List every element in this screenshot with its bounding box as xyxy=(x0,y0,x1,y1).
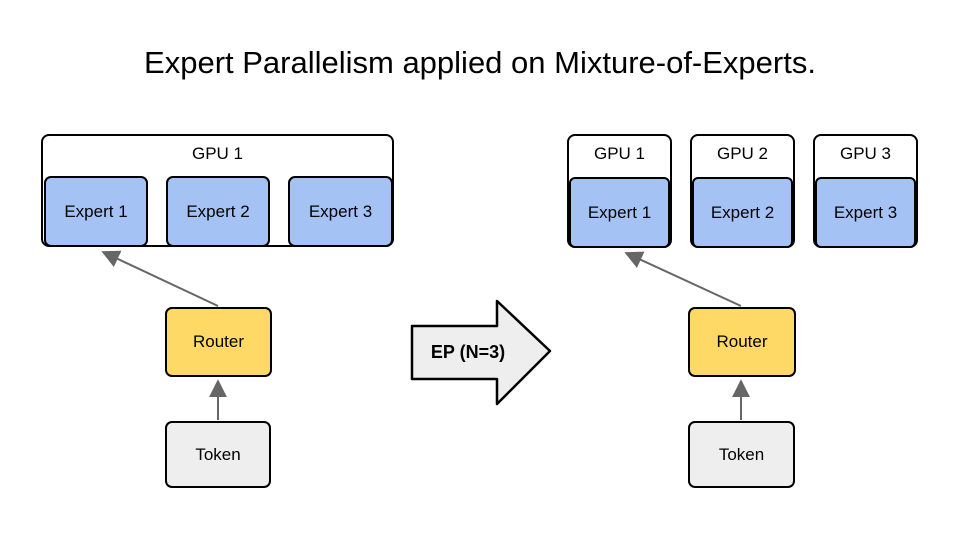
gpu-label: GPU 3 xyxy=(839,144,892,163)
arrow-router-to-expert1-right xyxy=(624,251,742,307)
gpu-label: GPU 1 xyxy=(593,144,646,163)
gpu-label: GPU 1 xyxy=(191,144,244,163)
diagram-title: Expert Parallelism applied on Mixture-of… xyxy=(144,45,816,80)
expert-box-2-right: Expert 2 xyxy=(692,177,793,248)
gpu-label: GPU 2 xyxy=(716,144,769,163)
gpu-box-2-right: GPU 2 Expert 2 xyxy=(690,134,795,248)
expert-box-3-right: Expert 3 xyxy=(815,177,916,248)
token-box-left: Token xyxy=(165,421,271,488)
expert-box-1-right: Expert 1 xyxy=(569,177,670,248)
gpu-box-1-right: GPU 1 Expert 1 xyxy=(567,134,672,248)
ep-transform-label: EP (N=3) xyxy=(430,342,506,362)
gpu-box-3-right: GPU 3 Expert 3 xyxy=(813,134,918,248)
expert-box-2-left: Expert 2 xyxy=(166,176,270,247)
expert-box-3-left: Expert 3 xyxy=(288,176,393,247)
arrow-router-to-expert1-left xyxy=(101,250,219,307)
token-box-right: Token xyxy=(688,421,795,488)
expert-box-1-left: Expert 1 xyxy=(44,176,148,247)
router-box-right: Router xyxy=(688,307,796,377)
router-box-left: Router xyxy=(165,307,272,377)
